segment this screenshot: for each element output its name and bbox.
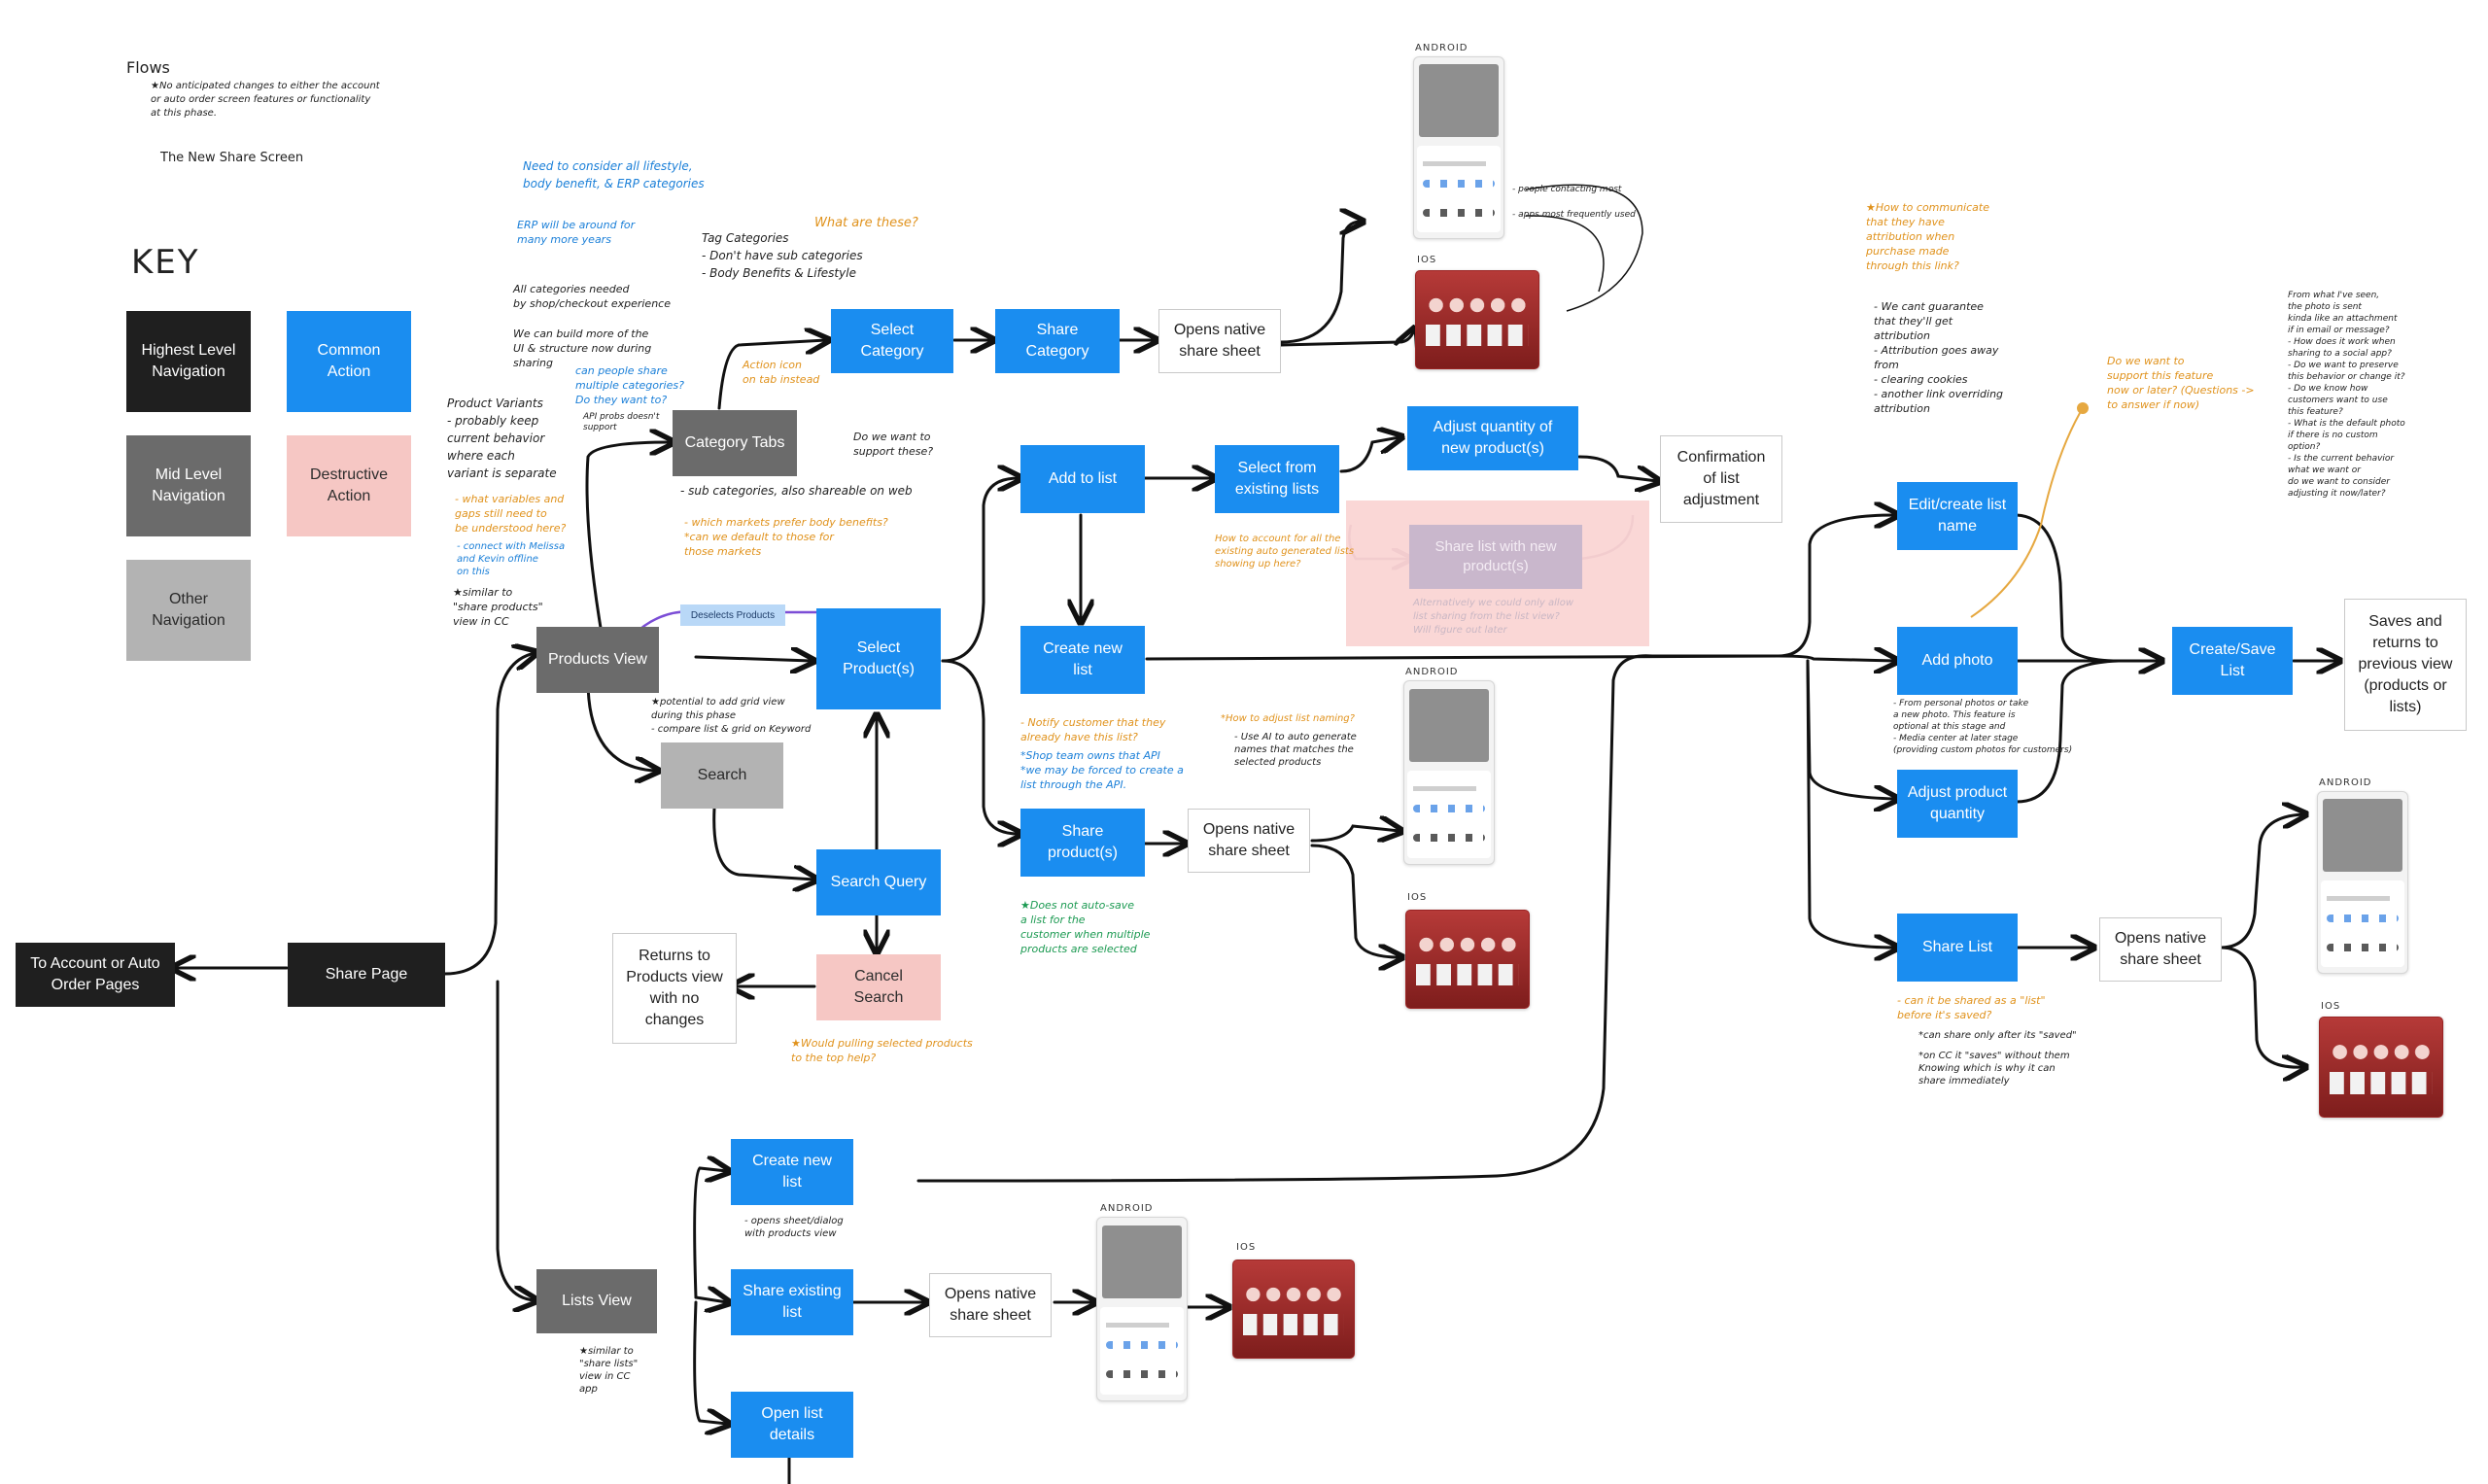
note-notify-customer: - Notify customer that they already have… [1020,716,1166,743]
key-other-navigation: Other Navigation [126,560,251,661]
note-would-pulling: ★Would pulling selected products to the … [791,1037,973,1064]
android-label-2: ANDROID [1405,667,1459,677]
adjust-product-quantity-node[interactable]: Adjust product quantity [1897,770,2018,838]
ios-label-1: IOS [1417,255,1437,265]
search-node[interactable]: Search [661,742,783,809]
create-new-list-node-1[interactable]: Create new list [1020,626,1145,694]
lists-view-node[interactable]: Lists View [536,1269,657,1333]
note-can-share-only: *can share only after its "saved" [1918,1030,2077,1041]
note-what-variables: - what variables and gaps still need to … [455,493,567,535]
ios-share-sheet-thumbnail-3 [2319,1017,2443,1118]
note-how-account: How to account for all the existing auto… [1215,534,1355,569]
add-to-list-node[interactable]: Add to list [1020,445,1145,513]
note-use-ai: - Use AI to auto generate names that mat… [1234,732,1357,768]
note-which-markets: - which markets prefer body benefits? *c… [684,516,888,558]
note-build-more: We can build more of the UI & structure … [513,328,652,369]
note-sub-categories: - sub categories, also shareable on web [680,484,913,498]
flows-title: Flows [126,58,170,77]
category-tabs-node[interactable]: Category Tabs [673,410,797,476]
note-do-we-want-feature: Do we want to support this feature now o… [2107,355,2255,411]
deselects-products-tag: Deselects Products [680,604,785,626]
note-connect-melissa: - connect with Melissa and Kevin offline… [457,541,566,577]
note-erp: ERP will be around for many more years [517,219,636,246]
search-query-node[interactable]: Search Query [816,849,941,915]
ios-share-sheet-thumbnail-4 [1232,1260,1355,1359]
open-list-details-node[interactable]: Open list details [731,1392,853,1458]
note-alternatively: Alternatively we could only allow list s… [1413,598,1573,636]
note-on-cc: *on CC it "saves" without them Knowing w… [1918,1051,2070,1087]
ios-share-sheet-thumbnail-1 [1415,270,1539,369]
share-existing-list-node[interactable]: Share existing list [731,1269,853,1335]
note-opens-sheet: - opens sheet/dialog with products view [744,1216,844,1239]
to-account-node[interactable]: To Account or Auto Order Pages [16,943,175,1007]
ios-label-2: IOS [1407,892,1428,903]
note-can-people-share: can people share multiple categories? Do… [575,364,684,406]
select-category-node[interactable]: Select Category [831,309,953,373]
note-cant-guarantee: - We cant guarantee that they'll get att… [1874,300,2004,415]
share-list-with-new-products-node: Share list with new product(s) [1409,525,1582,589]
flows-note: ★No anticipated changes to either the ac… [151,81,380,119]
note-what-are-these: What are these? [814,216,918,230]
android-share-sheet-thumbnail-2 [1403,680,1495,865]
note-all-categories: All categories needed by shop/checkout e… [513,283,671,310]
note-similar-share-products: ★similar to "share products" view in CC [453,586,543,628]
note-similar-share-lists: ★similar to "share lists" view in CC app [579,1346,639,1395]
page-subtitle: The New Share Screen [160,151,304,165]
note-from-personal: - From personal photos or take a new pho… [1893,699,2073,755]
android-label-1: ANDROID [1415,43,1469,53]
note-lifestyle: Need to consider all lifestyle, body ben… [523,159,705,190]
select-from-existing-lists-node[interactable]: Select from existing lists [1215,445,1339,513]
note-potential-grid: ★potential to add grid view during this … [651,697,812,735]
create-new-list-node-2[interactable]: Create new list [731,1139,853,1205]
note-tag-categories: Tag Categories - Don't have sub categori… [702,231,863,280]
opens-native-share-sheet-3: Opens native share sheet [2099,917,2222,982]
opens-native-share-sheet-2: Opens native share sheet [1188,809,1310,873]
note-shop-team: *Shop team owns that API *we may be forc… [1020,749,1184,791]
android-share-sheet-thumbnail-1 [1413,56,1504,239]
note-api-probs: API probs doesn't support [583,412,660,432]
confirmation-node: Confirmation of list adjustment [1660,435,1782,523]
select-products-node[interactable]: Select Product(s) [816,608,941,709]
android-label-4: ANDROID [1100,1203,1154,1214]
returns-to-products-node: Returns to Products view with no changes [612,933,737,1044]
saves-and-returns-node: Saves and returns to previous view (prod… [2344,599,2467,731]
ios-label-3: IOS [2321,1001,2341,1012]
note-does-not-autosave: ★Does not auto-save a list for the custo… [1020,899,1151,955]
share-products-node[interactable]: Share product(s) [1020,809,1145,877]
key-destructive-action: Destructive Action [287,435,411,536]
key-highest-level-navigation: Highest Level Navigation [126,311,251,412]
note-can-it-be-shared: - can it be shared as a "list" before it… [1897,994,2046,1021]
note-people-contacting: - people contacting most [1512,185,1622,194]
key-mid-level-navigation: Mid Level Navigation [126,435,251,536]
cancel-search-node[interactable]: Cancel Search [816,954,941,1020]
share-list-node[interactable]: Share List [1897,914,2018,982]
share-category-node[interactable]: Share Category [995,309,1120,373]
adjust-quantity-new-products-node[interactable]: Adjust quantity of new product(s) [1407,406,1578,470]
key-common-action: Common Action [287,311,411,412]
android-share-sheet-thumbnail-4 [1096,1217,1188,1401]
android-label-3: ANDROID [2319,777,2372,788]
opens-native-share-sheet-4: Opens native share sheet [929,1273,1052,1337]
opens-native-share-sheet-1: Opens native share sheet [1158,309,1281,373]
ios-share-sheet-thumbnail-2 [1405,910,1530,1009]
ios-label-4: IOS [1236,1242,1257,1253]
android-share-sheet-thumbnail-3 [2317,791,2408,974]
note-how-adjust: *How to adjust list naming? [1221,713,1355,724]
key-title: KEY [131,243,200,282]
add-photo-node[interactable]: Add photo [1897,627,2018,695]
note-action-icon: Action icon on tab instead [743,359,820,386]
note-apps-used: - apps most frequently used [1512,210,1636,220]
note-do-we-want-support-these: Do we want to support these? [853,431,934,458]
create-save-list-node[interactable]: Create/Save List [2172,627,2293,695]
note-how-communicate: ★How to communicate that they have attri… [1866,201,1989,272]
share-page-node[interactable]: Share Page [288,943,445,1007]
products-view-node[interactable]: Products View [536,627,659,693]
edit-create-list-name-node[interactable]: Edit/create list name [1897,482,2018,550]
note-from-what-seen: From what I've seen, the photo is sent k… [2288,291,2405,499]
note-product-variants: Product Variants - probably keep current… [447,397,557,480]
